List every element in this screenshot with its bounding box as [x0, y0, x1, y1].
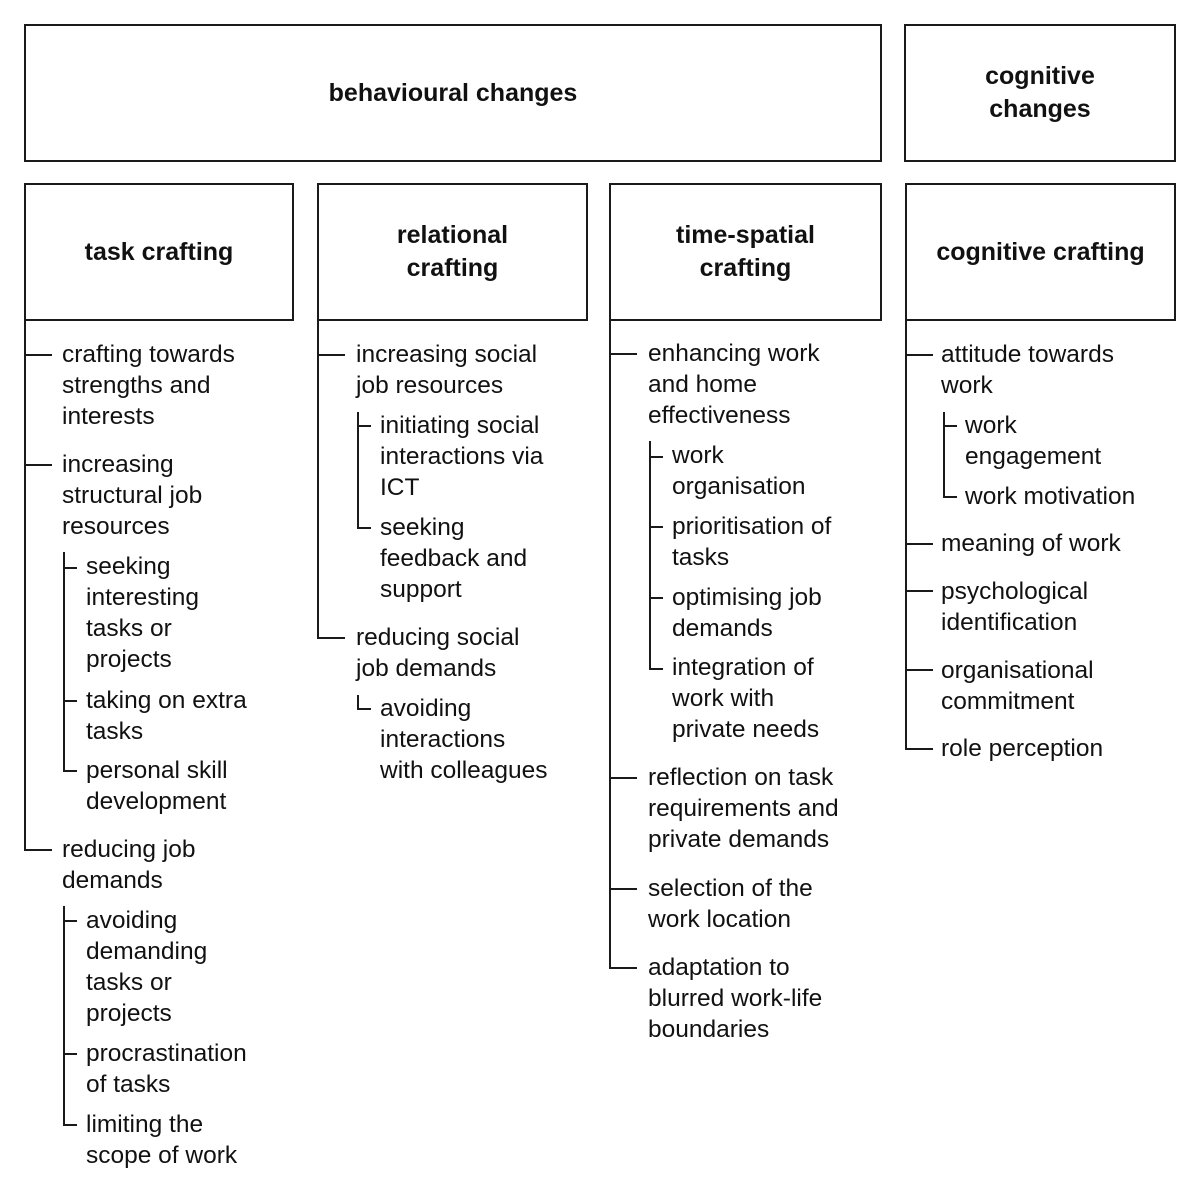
cognitive-sub-connector: [943, 412, 945, 498]
list-item: role perception: [941, 735, 1104, 762]
task-branch-1: [24, 354, 52, 356]
task-sub-branch-5: [63, 1053, 77, 1055]
relational-crafting-title: relational crafting: [396, 221, 509, 282]
task-sub-connector-2: [63, 906, 65, 1126]
task-sub-branch-4: [63, 920, 77, 922]
list-item: organisational commitment: [941, 657, 1094, 715]
cognitive-sub-branch-1: [943, 425, 957, 427]
list-item: procrastination of tasks: [86, 1040, 247, 1098]
time-spatial-crafting-title: time-spatial crafting: [676, 221, 815, 282]
relational-sub-connector-1: [357, 412, 359, 529]
list-item: enhancing work and home effectiveness: [648, 340, 820, 429]
list-item: increasing structural job resources: [62, 451, 203, 540]
list-item: attitude towards work: [941, 341, 1114, 399]
list-item: personal skill development: [86, 757, 228, 815]
task-sub-branch-1: [63, 567, 77, 569]
task-sub-branch-3: [63, 770, 77, 772]
list-item: work organisation: [672, 442, 806, 500]
list-item: work engagement: [965, 412, 1102, 470]
list-item: adaptation to blurred work-life boundari…: [648, 954, 823, 1043]
list-item: avoiding interactions with colleagues: [380, 695, 548, 784]
list-item: work motivation: [965, 483, 1136, 510]
relational-branch-1: [317, 354, 345, 356]
list-item: initiating social interactions via ICT: [380, 412, 544, 501]
time-spatial-branch-2: [609, 777, 637, 779]
relational-sub-branch-3: [357, 708, 371, 710]
task-crafting-box: task crafting: [24, 183, 294, 321]
cognitive-main-connector: [905, 321, 907, 750]
time-spatial-branch-3: [609, 888, 637, 890]
relational-sub-branch-1: [357, 425, 371, 427]
task-branch-2: [24, 464, 52, 466]
relational-branch-2: [317, 637, 345, 639]
time-spatial-sub-branch-4: [649, 668, 663, 670]
behavioural-changes-box: behavioural changes: [24, 24, 882, 162]
cognitive-sub-branch-2: [943, 496, 957, 498]
task-crafting-title: task crafting: [84, 237, 234, 266]
cognitive-crafting-box: cognitive crafting: [905, 183, 1176, 321]
list-item: meaning of work: [941, 530, 1121, 557]
cognitive-changes-label: cognitive changes: [985, 62, 1095, 123]
list-item: prioritisation of tasks: [672, 513, 832, 571]
time-spatial-sub-branch-3: [649, 597, 663, 599]
list-item: reducing social job demands: [356, 624, 520, 682]
list-item: crafting towards strengths and interests: [62, 341, 235, 430]
relational-crafting-box: relational crafting: [317, 183, 588, 321]
list-item: seeking interesting tasks or projects: [86, 553, 200, 673]
list-item: seeking feedback and support: [380, 514, 528, 603]
task-branch-3: [24, 849, 52, 851]
cognitive-changes-box: cognitive changes: [904, 24, 1176, 162]
list-item: integration of work with private needs: [672, 654, 820, 743]
list-item: reducing job demands: [62, 836, 196, 894]
time-spatial-branch-1: [609, 353, 637, 355]
time-spatial-branch-4: [609, 967, 637, 969]
list-item: taking on extra tasks: [86, 687, 247, 745]
time-spatial-crafting-box: time-spatial crafting: [609, 183, 882, 321]
cognitive-crafting-title: cognitive crafting: [936, 237, 1145, 266]
time-spatial-sub-connector: [649, 441, 651, 670]
list-item: avoiding demanding tasks or projects: [86, 907, 208, 1027]
cognitive-branch-2: [905, 543, 933, 545]
behavioural-changes-label: behavioural changes: [328, 78, 578, 107]
list-item: reflection on task requirements and priv…: [648, 764, 839, 853]
list-item: increasing social job resources: [356, 341, 538, 399]
relational-sub-connector-2: [357, 695, 359, 710]
time-spatial-main-connector: [609, 321, 611, 969]
list-item: optimising job demands: [672, 584, 822, 642]
time-spatial-sub-branch-2: [649, 526, 663, 528]
task-main-connector: [24, 321, 26, 851]
task-sub-connector-1: [63, 552, 65, 772]
time-spatial-sub-branch-1: [649, 456, 663, 458]
relational-main-connector: [317, 321, 319, 639]
cognitive-branch-3: [905, 590, 933, 592]
task-sub-branch-2: [63, 700, 77, 702]
task-sub-branch-6: [63, 1124, 77, 1126]
list-item: limiting the scope of work: [86, 1111, 238, 1169]
relational-sub-branch-2: [357, 527, 371, 529]
cognitive-branch-4: [905, 669, 933, 671]
list-item: psychological identification: [941, 578, 1089, 636]
list-item: selection of the work location: [648, 875, 813, 933]
cognitive-branch-5: [905, 748, 933, 750]
cognitive-branch-1: [905, 354, 933, 356]
